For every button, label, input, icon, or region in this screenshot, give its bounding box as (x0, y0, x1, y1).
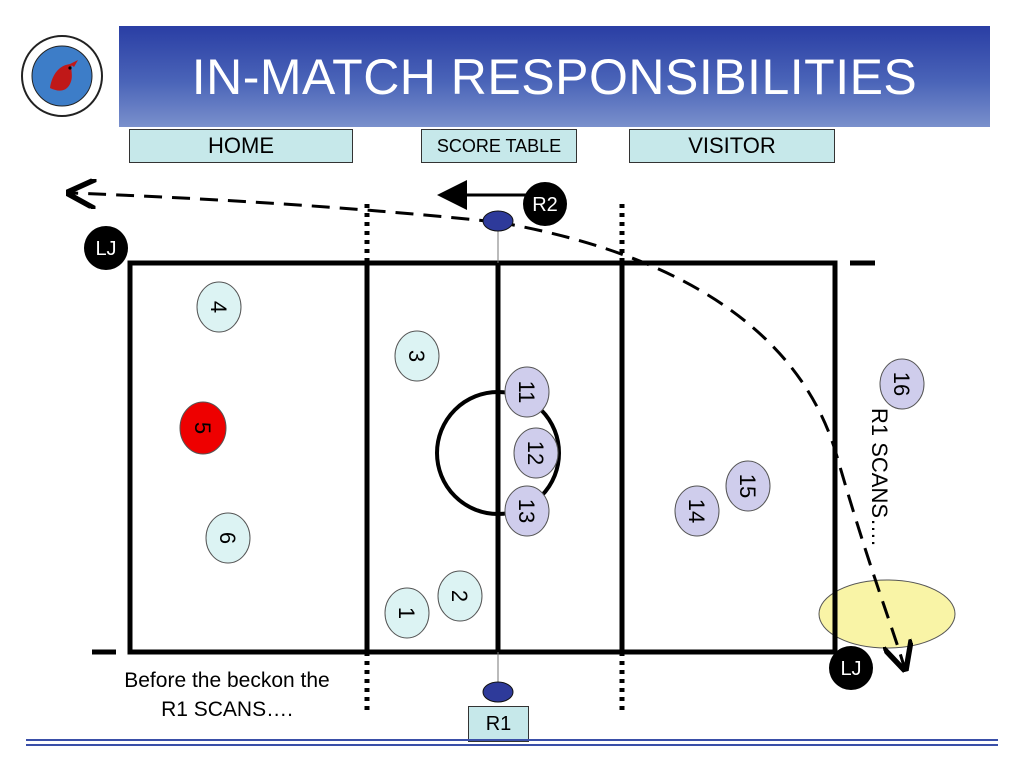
home-label: HOME (129, 129, 353, 163)
player-3-label: 3 (404, 350, 429, 362)
player-2-label: 2 (447, 590, 472, 602)
footer-rule (26, 744, 998, 746)
slide-title: IN-MATCH RESPONSIBILITIES (191, 48, 918, 105)
player-3: 3 (394, 330, 440, 382)
lj-top-badge (84, 226, 128, 270)
player-13-label: 13 (514, 499, 539, 523)
r1-label-box: R1 (468, 706, 529, 742)
player-4-label: 4 (206, 301, 231, 313)
lj-bottom-label: LJ (840, 658, 861, 680)
player-15-label: 15 (735, 474, 760, 498)
player-6-label: 6 (215, 532, 240, 544)
player-12-label: 12 (523, 441, 548, 465)
player-13: 13 (504, 485, 550, 537)
player-1-label: 1 (394, 607, 419, 619)
player-6: 6 (205, 512, 251, 564)
court-boundary (127, 260, 838, 655)
r2-position-marker (482, 210, 514, 232)
title-banner: IN-MATCH RESPONSIBILITIES (119, 26, 990, 127)
player-1: 1 (384, 587, 430, 639)
r1-position-marker (482, 681, 514, 703)
footer-rule (26, 739, 998, 741)
player-5: 5 (179, 401, 227, 455)
r1-scans-annotation: R1 SCANS…. (867, 408, 892, 546)
r2-badge (523, 182, 567, 226)
player-11: 11 (504, 366, 550, 418)
player-2: 2 (437, 570, 483, 622)
player-11-label: 11 (514, 381, 539, 404)
r1-scan-path (496, 220, 904, 666)
player-16: 16 (879, 358, 925, 410)
center-circle (435, 390, 561, 516)
player-5-label: 5 (190, 422, 215, 434)
player-12: 12 (513, 427, 559, 479)
lj-top-label: LJ (95, 238, 116, 260)
player-14: 14 (674, 485, 720, 537)
lj-bottom-badge (829, 646, 873, 690)
r2-scan-path (72, 193, 498, 224)
r2-label: R2 (532, 194, 558, 216)
note-text: Before the beckon the R1 SCANS…. (124, 669, 330, 721)
score-table-label: SCORE TABLE (421, 129, 577, 163)
eastern-officials-association-logo (21, 35, 103, 117)
player-14-label: 14 (684, 499, 709, 523)
player-16-label: 16 (889, 372, 914, 396)
player-15: 15 (725, 460, 771, 512)
visitor-label: VISITOR (629, 129, 835, 163)
player-4: 4 (196, 281, 242, 333)
